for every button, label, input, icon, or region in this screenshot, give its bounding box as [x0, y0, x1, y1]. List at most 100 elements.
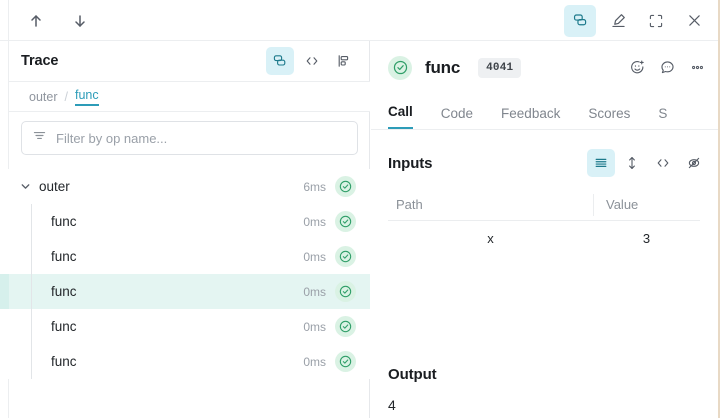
table-header-row: Path Value — [388, 189, 700, 221]
row-indent-line — [31, 309, 32, 344]
top-toolbar — [0, 0, 720, 41]
highlighter-pen-icon[interactable] — [602, 5, 634, 37]
detail-tabs: Call Code Feedback Scores S — [371, 94, 720, 130]
output-value: 4 — [388, 397, 396, 413]
call-detail-panel: func 4041 — [371, 41, 720, 418]
tree-row-label: func — [51, 214, 77, 229]
search-input[interactable] — [56, 130, 347, 146]
table-row[interactable]: x 3 — [388, 221, 700, 255]
tab-code[interactable]: Code — [440, 106, 474, 121]
tree-row-label: func — [51, 249, 77, 264]
status-success-icon — [335, 316, 356, 337]
tree-row-func-5[interactable]: func 0ms — [0, 344, 370, 379]
tree-row-meta: 0ms — [303, 281, 356, 302]
tree-row-label: func — [51, 319, 77, 334]
tree-row-duration: 0ms — [303, 354, 326, 369]
status-success-icon — [335, 351, 356, 372]
trace-panel: Trace — [0, 41, 370, 418]
tree-row-meta: 6ms — [303, 176, 356, 197]
status-success-icon — [335, 281, 356, 302]
filter-icon — [32, 128, 47, 148]
trace-navigation-controls — [22, 0, 94, 41]
nav-up-arrow-icon[interactable] — [22, 7, 50, 35]
row-accent-bar — [0, 239, 9, 274]
trace-panel-header: Trace — [9, 41, 370, 82]
inputs-table: Path Value x 3 — [388, 189, 700, 255]
nav-down-arrow-icon[interactable] — [66, 7, 94, 35]
window-right-edge — [718, 0, 720, 418]
column-header-path: Path — [396, 197, 423, 212]
row-accent-bar — [0, 344, 9, 379]
tree-row-meta: 0ms — [303, 246, 356, 267]
layers-icon[interactable] — [266, 47, 294, 75]
row-indent-line — [31, 204, 32, 239]
inputs-title: Inputs — [388, 154, 433, 172]
fullscreen-icon[interactable] — [640, 5, 672, 37]
breadcrumb-item-func[interactable]: func — [74, 88, 99, 106]
status-success-icon — [335, 176, 356, 197]
tab-scores[interactable]: Scores — [588, 106, 631, 121]
tree-row-meta: 0ms — [303, 351, 356, 372]
trace-tree-list: outer 6ms func 0ms — [0, 169, 370, 418]
tree-row-func-4[interactable]: func 0ms — [0, 309, 370, 344]
inputs-view-switcher — [587, 149, 708, 177]
code-icon[interactable] — [298, 47, 326, 75]
tree-row-func-2[interactable]: func 0ms — [0, 239, 370, 274]
tree-row-duration: 0ms — [303, 284, 326, 299]
close-icon[interactable] — [678, 5, 710, 37]
breadcrumb-separator: / — [64, 89, 68, 104]
call-detail-actions — [623, 54, 711, 82]
cell-value: 3 — [642, 230, 651, 246]
comment-icon[interactable] — [653, 54, 681, 82]
trace-panel-title: Trace — [21, 53, 59, 69]
filter-input-box[interactable] — [21, 121, 358, 155]
tree-row-func-3-selected[interactable]: func 0ms — [0, 274, 370, 309]
status-success-icon — [388, 55, 412, 80]
flamegraph-icon[interactable] — [330, 47, 358, 75]
chevron-down-icon[interactable] — [18, 180, 32, 194]
tab-feedback[interactable]: Feedback — [501, 106, 561, 121]
row-indent-line — [31, 274, 32, 309]
expand-rows-icon[interactable] — [618, 149, 646, 177]
more-options-icon[interactable] — [683, 54, 711, 82]
page-title: func — [425, 57, 461, 77]
tree-row-label: outer — [39, 179, 70, 194]
row-accent-bar — [0, 309, 9, 344]
cell-path: x — [487, 230, 494, 246]
tree-row-meta: 0ms — [303, 211, 356, 232]
filter-container — [9, 116, 370, 160]
status-success-icon — [335, 211, 356, 232]
status-success-icon — [335, 246, 356, 267]
tree-row-label: func — [51, 354, 77, 369]
row-accent-bar — [0, 274, 9, 309]
tab-summary-truncated[interactable]: S — [658, 106, 668, 121]
tree-row-duration: 0ms — [303, 249, 326, 264]
tree-row-label: func — [51, 284, 77, 299]
row-indent-line — [31, 239, 32, 274]
layers-icon[interactable] — [564, 4, 596, 37]
tree-row-outer[interactable]: outer 6ms — [0, 169, 370, 204]
row-accent-bar — [0, 204, 9, 239]
tab-call[interactable]: Call — [388, 104, 413, 129]
tree-row-duration: 0ms — [303, 319, 326, 334]
tree-row-func-1[interactable]: func 0ms — [0, 204, 370, 239]
tree-row-duration: 0ms — [303, 214, 326, 229]
output-title: Output — [388, 365, 437, 383]
call-id-badge[interactable]: 4041 — [478, 57, 522, 78]
inputs-section-header: Inputs — [371, 145, 720, 181]
hide-icon[interactable] — [680, 149, 708, 177]
breadcrumb-item-outer[interactable]: outer — [29, 89, 58, 104]
top-toolbar-actions — [564, 0, 710, 41]
trace-view-switcher — [266, 47, 358, 75]
column-header-value: Value — [593, 193, 700, 216]
left-rail-divider — [8, 0, 9, 41]
code-icon[interactable] — [649, 149, 677, 177]
list-view-icon[interactable] — [587, 149, 615, 177]
call-detail-header: func 4041 — [371, 41, 720, 94]
output-section-header: Output — [371, 356, 720, 392]
add-reaction-icon[interactable] — [623, 54, 651, 82]
tree-row-duration: 6ms — [303, 179, 326, 194]
row-indent-line — [31, 344, 32, 379]
row-accent-bar — [0, 169, 9, 204]
